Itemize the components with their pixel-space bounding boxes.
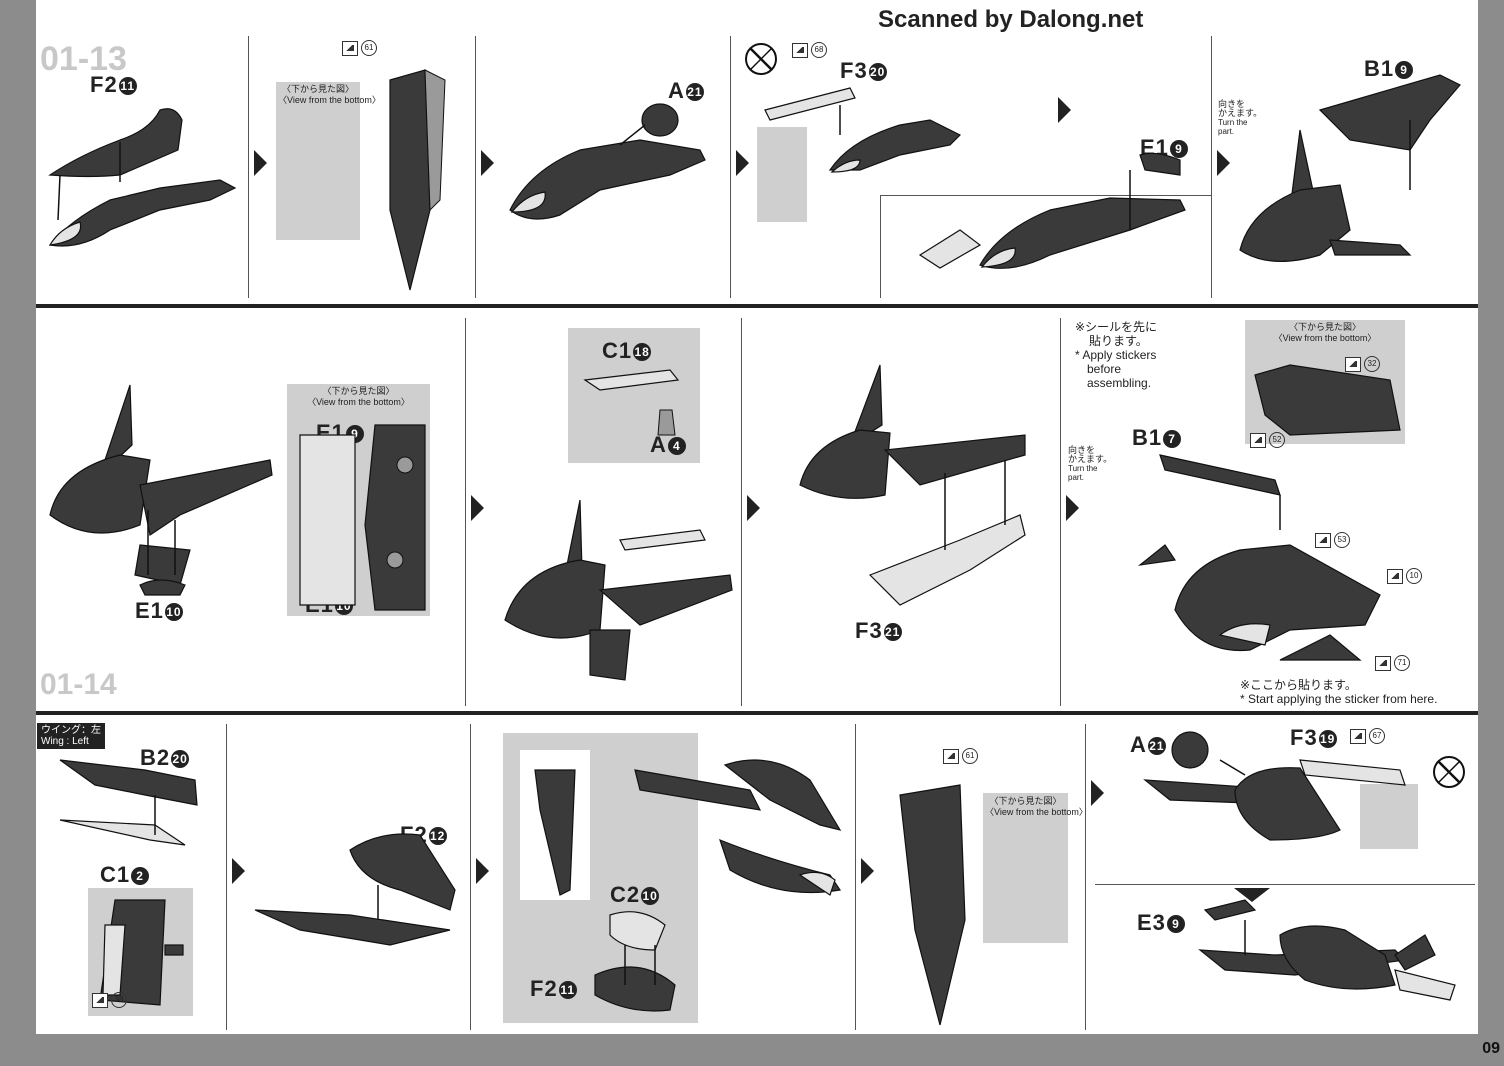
bottom-view-drawing xyxy=(299,424,426,611)
row-divider-1 xyxy=(36,304,1478,308)
sticker-10: 10 xyxy=(1387,568,1422,584)
step-id-bottom: 01-14 xyxy=(40,668,117,701)
down-arrow-icon xyxy=(1234,888,1270,902)
canopy-parts-drawing xyxy=(594,911,676,1012)
step-arrow-icon xyxy=(1091,780,1104,806)
step-arrow-icon xyxy=(471,495,484,521)
page-bottom-border xyxy=(0,1034,1504,1066)
bottom-view-inset xyxy=(276,82,360,240)
panel-divider xyxy=(1211,36,1212,298)
prohibited-icon xyxy=(1433,756,1465,788)
step-arrow-icon xyxy=(1217,150,1230,176)
fuselage-assembly-drawing xyxy=(509,103,706,220)
sticker-61: 61 xyxy=(943,748,978,764)
wing-canopy-drawing xyxy=(634,759,842,896)
fuselage-wing-drawing xyxy=(764,87,1186,269)
step-arrow-icon xyxy=(254,150,267,176)
step-arrow-icon xyxy=(481,150,494,176)
wing-parts-drawing xyxy=(59,759,198,846)
panel-divider xyxy=(465,318,466,706)
fuselage-bottom-drawing xyxy=(899,784,966,1026)
bottom-view-inset xyxy=(983,793,1068,943)
panel-divider xyxy=(741,318,742,706)
sticker-53: 53 xyxy=(1315,532,1350,548)
step-arrow-icon xyxy=(232,858,245,884)
step-arrow-icon xyxy=(736,150,749,176)
detail-inset xyxy=(757,127,807,222)
page-left-border xyxy=(0,0,36,1066)
wing-fuselage-drawing xyxy=(254,833,456,946)
sub-divider xyxy=(1095,884,1475,885)
tail-lower-drawing xyxy=(799,364,1026,606)
fuselage-tail-fin-drawing xyxy=(1198,899,1456,1001)
step-arrow-icon xyxy=(1058,97,1071,123)
sub-divider xyxy=(880,195,881,298)
panel-divider xyxy=(855,724,856,1030)
step-arrow-icon xyxy=(861,858,874,884)
row-divider-2 xyxy=(36,711,1478,715)
sticker-71: 71 xyxy=(1375,655,1410,671)
watermark-text: Scanned by Dalong.net xyxy=(878,6,1144,33)
panel-divider xyxy=(248,36,249,298)
page-number: 09 xyxy=(1482,1040,1500,1057)
step-id-top: 01-13 xyxy=(40,40,127,78)
sticker-32: 32 xyxy=(1345,356,1380,372)
sticker-start-note: ※ここから貼ります。 * Start applying the sticker … xyxy=(1240,678,1438,706)
sticker-68: 68 xyxy=(792,42,827,58)
view-title: 〈下から見た図〉〈View from the bottom〉 xyxy=(307,386,410,407)
fuselage-engine-drawing xyxy=(1143,731,1406,841)
sticker-52: 52 xyxy=(1250,432,1285,448)
tail-assembly-drawing xyxy=(504,369,733,681)
panel-divider xyxy=(1060,318,1061,706)
fuselage-tail-assembly-drawing xyxy=(49,384,273,596)
step-arrow-icon xyxy=(1066,495,1079,521)
panel-divider xyxy=(470,724,471,1030)
panel-divider xyxy=(475,36,476,298)
panel-divider xyxy=(1085,724,1086,1030)
page-right-border xyxy=(1478,0,1504,1066)
fuselage-bottom-drawing xyxy=(389,69,446,291)
fuselage-part-drawing xyxy=(48,108,237,247)
fuselage-sticker-drawing xyxy=(1137,454,1381,661)
sticker-67: 67 xyxy=(1350,728,1385,744)
panel-divider xyxy=(226,724,227,1030)
sticker-61: 61 xyxy=(342,40,377,56)
fuselage-tail-drawing xyxy=(1239,74,1461,262)
prohibited-icon xyxy=(745,43,777,75)
view-title: 〈下から見た図〉〈View from the bottom〉 xyxy=(1273,322,1377,343)
wing-detail-drawing xyxy=(99,899,184,1006)
nose-detail-drawing xyxy=(520,750,590,900)
panel-divider xyxy=(730,36,731,298)
view-title: 〈下から見た図〉〈View from the bottom〉 xyxy=(278,84,381,105)
step-arrow-icon xyxy=(476,858,489,884)
sub-divider xyxy=(880,195,1211,196)
wing-bottom-view-drawing xyxy=(1254,364,1401,436)
view-title: 〈下から見た図〉〈View from the bottom〉 xyxy=(985,796,1088,817)
step-arrow-icon xyxy=(747,495,760,521)
detail-inset xyxy=(1360,784,1418,849)
sticker-38: 38 xyxy=(92,992,127,1008)
